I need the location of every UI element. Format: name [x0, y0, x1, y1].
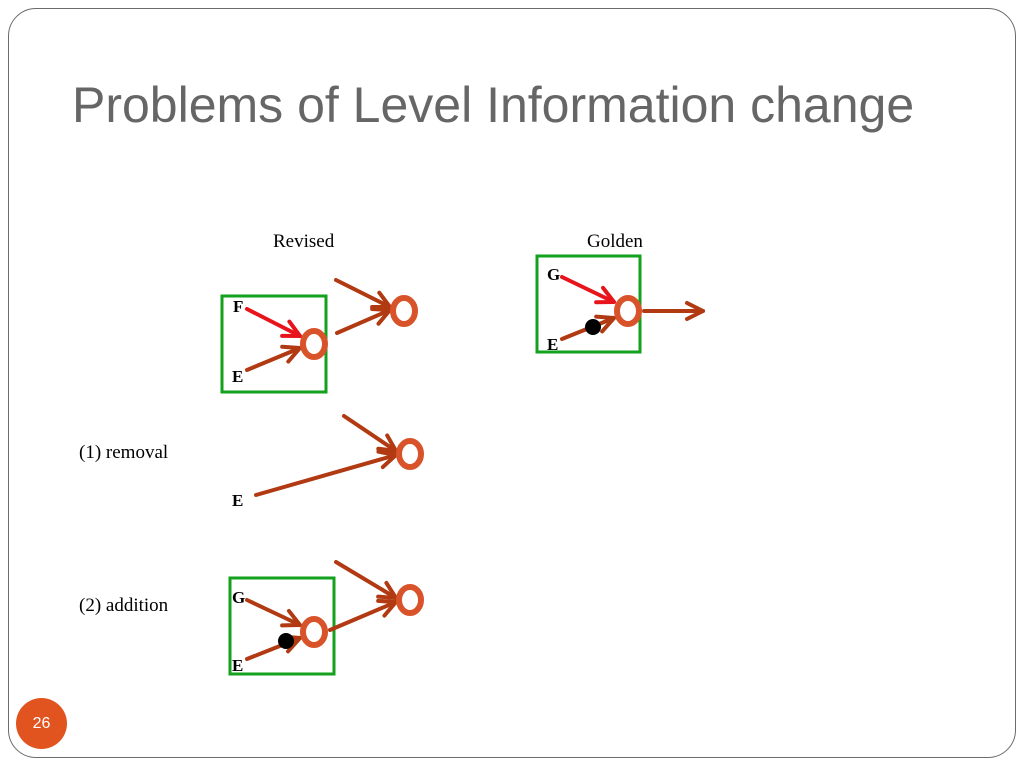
- revised-f-letter: F: [233, 297, 244, 316]
- golden-label: Golden: [587, 231, 643, 252]
- revised-label: Revised: [273, 231, 335, 252]
- revised-input-edge: [334, 278, 392, 309]
- removal-e-edge: [254, 449, 398, 497]
- addition-inner-node: [300, 616, 328, 648]
- addition-g-edge: [245, 598, 302, 628]
- addition-e-letter: E: [232, 656, 244, 675]
- addition-input-edge: [334, 560, 398, 600]
- golden-diagram: [535, 254, 705, 354]
- golden-level-dot: [585, 319, 601, 335]
- addition-group-box: [228, 576, 336, 676]
- removal-diagram: [254, 414, 424, 497]
- addition-output-node: [396, 584, 424, 616]
- golden-g-edge: [560, 275, 616, 305]
- addition-diagram: [228, 560, 424, 676]
- slide-frame: [8, 8, 1016, 758]
- removal-label: (1) removal: [79, 442, 169, 463]
- removal-node: [396, 438, 424, 470]
- addition-level-dot: [278, 633, 294, 649]
- golden-node: [614, 295, 642, 327]
- golden-e-letter: E: [547, 335, 559, 354]
- revised-f-edge: [245, 307, 302, 338]
- revised-e-edge: [245, 344, 302, 372]
- page-number-badge: 26: [16, 698, 67, 749]
- revised-inner-node: [300, 328, 328, 360]
- removal-e-letter: E: [232, 491, 244, 510]
- addition-output-edge: [328, 598, 398, 632]
- revised-output-node: [390, 295, 418, 327]
- revised-e-letter: E: [232, 367, 244, 386]
- addition-label: (2) addition: [79, 595, 169, 616]
- removal-input-edge: [342, 414, 398, 453]
- addition-g-letter: G: [232, 588, 246, 607]
- golden-g-letter: G: [547, 265, 561, 284]
- revised-output-edge: [335, 307, 392, 335]
- revised-diagram: [220, 278, 418, 394]
- slide-title: Problems of Level Information change: [72, 77, 915, 133]
